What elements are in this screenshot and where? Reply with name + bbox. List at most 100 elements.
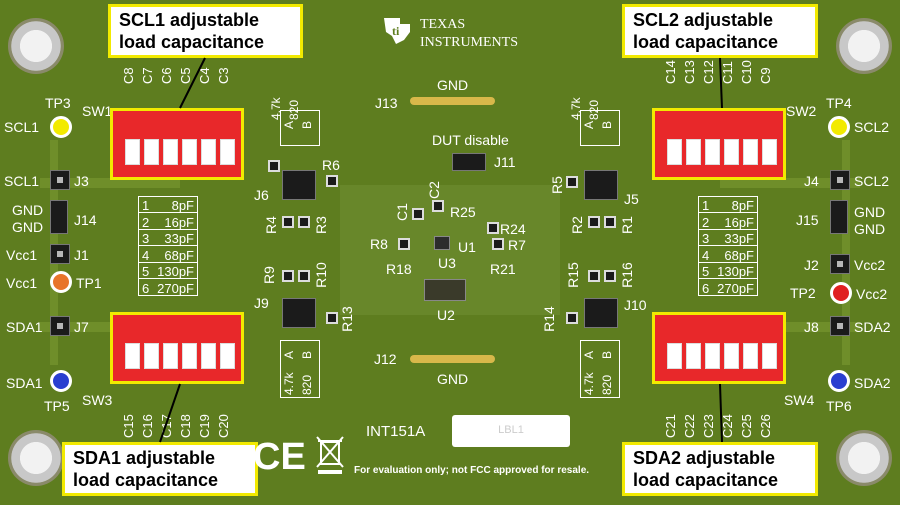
dut-disable-label: DUT disable: [432, 132, 509, 148]
j7-header[interactable]: [50, 316, 70, 336]
cap-table-index: 6: [702, 280, 710, 296]
r7-label: R7: [508, 237, 526, 253]
j15-label: J15: [796, 212, 819, 228]
tp1-label: TP1: [76, 275, 102, 291]
tp4-scl2-testpoint[interactable]: [828, 116, 850, 138]
dip-toggle-6[interactable]: [220, 343, 235, 369]
res-box-bottom-left: A B 4.7k 820: [280, 340, 320, 398]
cap-table-index: 4: [142, 247, 150, 263]
dip-toggle-1[interactable]: [667, 343, 682, 369]
j8-header[interactable]: [830, 316, 850, 336]
trace-scl2: [720, 178, 860, 188]
tp6-label: TP6: [826, 398, 852, 414]
cap-table-value: 270pF: [157, 280, 194, 296]
dip-toggle-4[interactable]: [182, 139, 197, 165]
vcc1-tp-label: Vcc1: [6, 275, 38, 291]
j13-gnd-bar[interactable]: [410, 97, 495, 105]
cap-table-index: 3: [702, 231, 710, 246]
j7-label: J7: [74, 319, 89, 335]
r9-part: [282, 270, 294, 282]
dip-toggle-5[interactable]: [743, 139, 758, 165]
cap-table-index: 1: [142, 198, 150, 213]
dip-toggle-1[interactable]: [125, 343, 140, 369]
j6-jumper-block[interactable]: [282, 170, 316, 200]
res-box-top-left: A B: [280, 110, 320, 146]
j9-jumper-block[interactable]: [282, 298, 316, 328]
dip-toggle-2[interactable]: [686, 139, 701, 165]
dip-toggle-1[interactable]: [125, 139, 140, 165]
dip-toggle-3[interactable]: [163, 139, 178, 165]
u3-label: U3: [438, 255, 456, 271]
int151a-label: INT151A: [366, 423, 426, 440]
trace-right-vertical: [842, 140, 850, 365]
dip-toggle-4[interactable]: [182, 343, 197, 369]
dip-toggle-5[interactable]: [743, 343, 758, 369]
scl1-header-label: SCL1: [4, 173, 40, 189]
dip-toggle-4[interactable]: [724, 343, 739, 369]
j15-gnd-header[interactable]: [830, 200, 848, 234]
dip-toggle-4[interactable]: [724, 139, 739, 165]
j11-label: J11: [494, 154, 516, 170]
lbl1-text: LBL1: [498, 424, 524, 436]
dip-toggle-6[interactable]: [220, 139, 235, 165]
sw4-dip-switch[interactable]: [652, 312, 786, 384]
dip-toggle-5[interactable]: [201, 343, 216, 369]
sw3-dip-switch[interactable]: [110, 312, 244, 384]
tp5-sda1-testpoint[interactable]: [50, 370, 72, 392]
r21-label: R21: [490, 261, 516, 277]
vcc2-tp-label: Vcc2: [856, 286, 888, 302]
callout-sda1-text: SDA1 adjustable load capacitance: [73, 448, 219, 490]
dip-toggle-2[interactable]: [686, 343, 701, 369]
r14-part: [566, 312, 578, 324]
j2-header[interactable]: [830, 254, 850, 274]
r24-label: R24: [500, 221, 526, 237]
cap-table-value: 33pF: [164, 231, 194, 246]
j3-header[interactable]: [50, 170, 70, 190]
dip-toggle-6[interactable]: [762, 139, 777, 165]
dip-toggle-2[interactable]: [144, 139, 159, 165]
j5-label: J5: [624, 191, 639, 207]
dip-toggle-2[interactable]: [144, 343, 159, 369]
j1-header[interactable]: [50, 244, 70, 264]
r6-part: [268, 160, 280, 172]
r6-label: R6: [322, 157, 340, 173]
tp6-sda2-testpoint[interactable]: [828, 370, 850, 392]
u2-label: U2: [437, 307, 455, 323]
mounting-hole: [836, 430, 892, 486]
r5-part: [566, 176, 578, 188]
dip-toggle-5[interactable]: [201, 139, 216, 165]
j12-gnd-bar[interactable]: [410, 355, 495, 363]
dip-toggle-6[interactable]: [762, 343, 777, 369]
svg-text:ti: ti: [392, 24, 400, 38]
sw3-label: SW3: [82, 392, 113, 408]
dip-toggle-1[interactable]: [667, 139, 682, 165]
tp1-vcc1-testpoint[interactable]: [50, 271, 72, 293]
weee-bin-icon: [316, 436, 344, 474]
dip-toggle-3[interactable]: [705, 343, 720, 369]
tp3-scl1-testpoint[interactable]: [50, 116, 72, 138]
tp2-vcc2-testpoint[interactable]: [830, 282, 852, 304]
dip-toggle-3[interactable]: [705, 139, 720, 165]
j14-gnd-header[interactable]: [50, 200, 68, 234]
j14-gnd2-label: GND: [12, 219, 44, 235]
cap-table-index: 5: [142, 264, 150, 279]
cap-table-index: 6: [142, 280, 150, 296]
sw1-dip-switch[interactable]: [110, 108, 244, 180]
u2-ic: [424, 279, 466, 301]
dip-toggle-3[interactable]: [163, 343, 178, 369]
callout-scl1: SCL1 adjustable load capacitance: [108, 4, 303, 58]
sw2-dip-switch[interactable]: [652, 108, 786, 180]
j4-header[interactable]: [830, 170, 850, 190]
cap-table-index: 4: [702, 247, 710, 263]
j11-dut-disable-jumper[interactable]: [452, 153, 486, 171]
j2-label: J2: [804, 257, 819, 273]
cap-table-index: 2: [702, 214, 710, 230]
j10-jumper-block[interactable]: [584, 298, 618, 328]
sda2-header-label: SDA2: [854, 319, 891, 335]
mounting-hole: [836, 18, 892, 74]
j5-jumper-block[interactable]: [584, 170, 618, 200]
r24-part: [487, 222, 499, 234]
